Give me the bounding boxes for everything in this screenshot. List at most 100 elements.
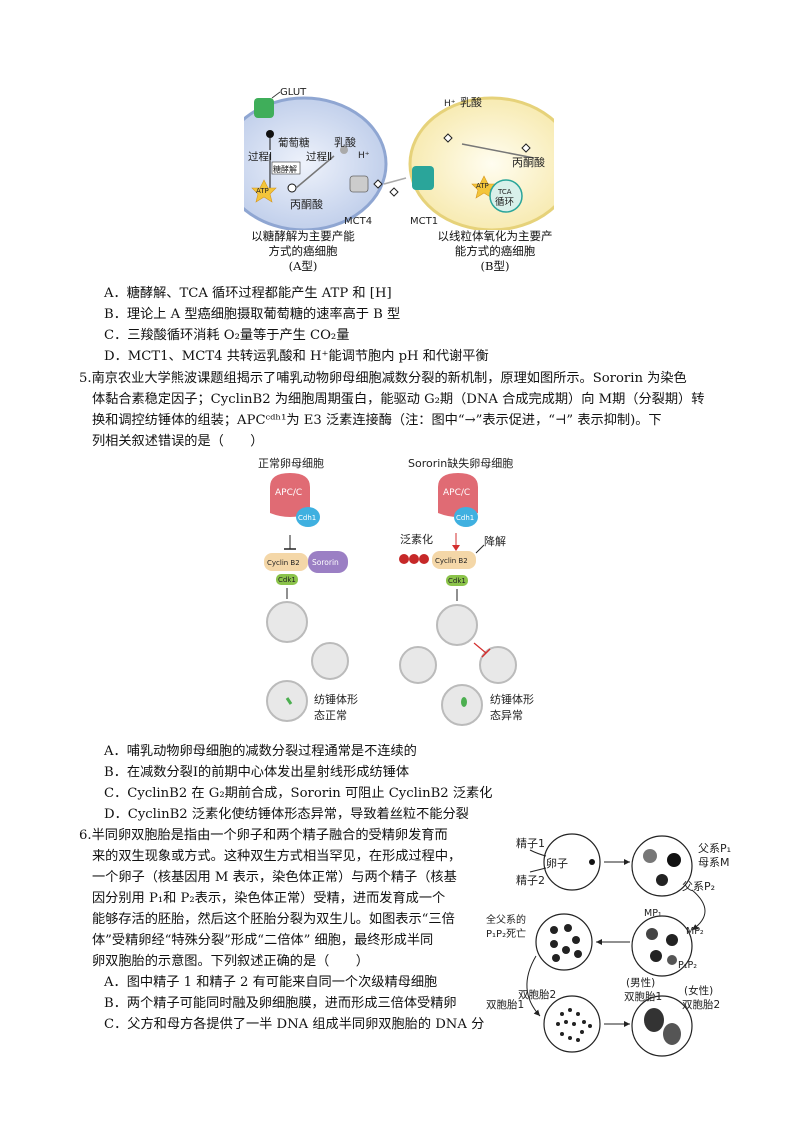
q6-stem-line2: 来的双生现象或方式。这种双生方式相当罕见，在形成过程中， (92, 849, 462, 864)
caption-a-line3: (A型) (288, 259, 318, 273)
all-paternal-label-1: 全父系的 (486, 913, 526, 926)
caption-a-line1: 以糖酵解为主要产能 (251, 229, 355, 243)
egg-cell (543, 833, 601, 891)
embryo-cell-cluster (535, 913, 593, 971)
oocyte-mechanism-figure: 正常卵母细胞 Sororin缺失卵母细胞 APC/C Cdh1 Cyclin B… (258, 456, 534, 726)
oocyte-left-3 (266, 680, 308, 722)
cdk1-right-label: Cdk1 (448, 577, 466, 585)
atp-b-label: ATP (476, 182, 489, 190)
q6-stem-line5: 能够存活的胚胎，然后这个胚胎分裂为双生儿。如图表示“三倍 (92, 912, 455, 927)
tca-label: TCA (497, 188, 512, 196)
caption-type-a: 以糖酵解为主要产能 方式的癌细胞 (A型) (238, 229, 368, 274)
q5-option-d: D．CyclinB2 泛素化使纺锤体形态异常，导致着丝粒不能分裂 (104, 807, 469, 822)
oocyte-left-2 (311, 642, 349, 680)
q5-stem-line3: 换和调控纺锤体的组装；APCᶜᵈʰ¹为 E3 泛素连接酶（注：图中“→”表示促进… (92, 413, 662, 428)
metabolism-figure: GLUT 葡萄糖 过程Ⅰ 糖酵解 过程Ⅱ 乳酸 H⁺ ATP 丙酮酸 MCT4 … (244, 87, 554, 230)
q5-stem-line4: 列相关叙述错误的是（ ） (92, 434, 264, 449)
twin2-left-label: 双胞胎2 (518, 988, 556, 1001)
cdh1-left-icon (296, 507, 320, 527)
female-label: (女性) (684, 984, 713, 997)
q6-option-c: C．父方和母方各提供了一半 DNA 组成半同卵双胞胎的 DNA 分 (104, 1017, 485, 1032)
all-paternal-label-2: P₁P₂死亡 (486, 927, 526, 940)
q5-stem-line2: 体黏合素稳定因子；CyclinB2 为细胞周期蛋白，能驱动 G₂期（DNA 合成… (92, 392, 705, 407)
egg-label: 卵子 (546, 857, 568, 870)
q5-option-b: B．在减数分裂Ⅰ的前期中心体发出星射线形成纺锤体 (104, 765, 410, 780)
mct1-transporter-icon (412, 166, 434, 190)
apc-c-right-icon (438, 473, 478, 517)
caption-b-line2: 能方式的癌细胞 (454, 244, 536, 258)
title-sororin-deficient: Sororin缺失卵母细胞 (408, 456, 513, 470)
cdk1-right-icon (446, 575, 468, 586)
paternal-p2-label: 父系P₂ (682, 880, 715, 893)
tca-cycle-icon (489, 179, 523, 213)
atp-a-label: ATP (256, 187, 269, 195)
glucose-label: 葡萄糖 (278, 136, 310, 149)
caption-a-line2: 方式的癌细胞 (268, 244, 338, 258)
q5-option-a: A．哺乳动物卵母细胞的减数分裂过程通常是不连续的 (104, 744, 417, 759)
mct4-label: MCT4 (344, 216, 372, 227)
q4-option-a: A．糖酵解、TCA 循环过程都能产生 ATP 和 [H] (104, 286, 392, 301)
normal-spindle-label-2: 态正常 (314, 709, 347, 722)
q6-option-b: B．两个精子可能同时融及卵细胞膜，进而形成三倍体受精卵 (104, 996, 457, 1011)
q6-stem-line4: 因分别用 P₁和 P₂表示，染色体正常）受精，进而发育成一个 (92, 891, 446, 906)
paternal-p1-label: 父系P₁ (698, 842, 731, 855)
process1-label: 过程Ⅰ (248, 150, 272, 163)
maternal-m-label: 母系M (698, 856, 730, 869)
apc-left-label: APC/C (275, 488, 302, 498)
q6-stem-line1: 6.半同卵双胞胎是指由一个卵子和两个精子融合的受精卵发育而 (79, 828, 448, 843)
mct1-label: MCT1 (410, 216, 438, 227)
pyruvate-b-label: 丙酮酸 (512, 155, 545, 169)
p1p2-label: P₁P₂ (678, 960, 697, 971)
cyclin-left-label: Cyclin B2 (267, 559, 300, 567)
atp-star-a-icon (251, 179, 277, 203)
glut-transporter-icon (254, 98, 274, 118)
title-normal-oocyte: 正常卵母细胞 (258, 457, 324, 470)
sperm2-label: 精子2 (516, 874, 545, 887)
male-label: (男性) (626, 976, 655, 989)
abnormal-spindle-label-2: 态异常 (490, 709, 523, 722)
q6-option-a: A．图中精子 1 和精子 2 有可能来自同一个次级精母细胞 (104, 975, 438, 990)
caption-b-line1: 以线粒体氧化为主要产 (437, 229, 553, 243)
twin2-right-label: 双胞胎2 (682, 998, 720, 1011)
q5-option-c: C．CyclinB2 在 G₂期前合成，Sororin 可阻止 CyclinB2… (104, 786, 493, 801)
degradation-label: 降解 (484, 534, 506, 548)
q6-stem-line3: 一个卵子（核基因用 M 表示，染色体正常）与两个精子（核基 (92, 870, 457, 885)
q4-option-c: C．三羧酸循环消耗 O₂量等于产生 CO₂量 (104, 328, 350, 343)
caption-b-line3: (B型) (480, 259, 510, 273)
cyclinb2-right-icon (432, 551, 476, 569)
oocyte-right-3 (479, 646, 517, 684)
twin1-right-label: 双胞胎1 (624, 990, 662, 1003)
pyruvate-a-label: 丙酮酸 (290, 197, 323, 211)
oocyte-left-1 (266, 601, 308, 643)
apc-right-label: APC/C (443, 488, 470, 498)
glycolysis-label: 糖酵解 (273, 164, 297, 174)
mct4-transporter-icon (349, 175, 369, 193)
glut-label: GLUT (280, 87, 307, 98)
sperm1-label: 精子1 (516, 837, 545, 850)
oocyte-right-2 (399, 646, 437, 684)
cyclin-right-label: Cyclin B2 (435, 557, 468, 565)
normal-spindle-label-1: 纺锤体形 (314, 692, 358, 706)
cdk1-left-label: Cdk1 (278, 576, 296, 584)
cycle-label: 循环 (495, 196, 514, 208)
process2-label: 过程Ⅱ (306, 150, 332, 163)
h-b-label: H⁺ (444, 99, 456, 109)
sororin-icon (308, 551, 348, 573)
oocyte-right-1 (436, 604, 478, 646)
cdh1-left-label: Cdh1 (298, 514, 316, 522)
q4-option-b: B．理论上 A 型癌细胞摄取葡萄糖的速率高于 B 型 (104, 307, 401, 322)
twin1-left-label: 双胞胎1 (486, 998, 524, 1011)
q5-stem-line1: 5.南京农业大学熊波课题组揭示了哺乳动物卵母细胞减数分裂的新机制，原理如图所示。… (79, 371, 687, 386)
caption-type-b: 以线粒体氧化为主要产 能方式的癌细胞 (B型) (420, 229, 570, 274)
sororin-label: Sororin (312, 558, 339, 567)
cdh1-right-icon (454, 507, 478, 527)
h-a-label: H⁺ (358, 151, 370, 161)
cdk1-left-icon (276, 574, 298, 585)
lactate-a-label: 乳酸 (334, 135, 356, 149)
abnormal-spindle-label-1: 纺锤体形 (490, 692, 534, 706)
cdh1-right-label: Cdh1 (456, 514, 474, 522)
lactate-b-label: 乳酸 (460, 95, 482, 109)
apc-c-left-icon (270, 473, 310, 517)
q6-stem-line6: 体”受精卵经“特殊分裂”形成“二倍体” 细胞，最终形成半同 (92, 933, 434, 948)
ubiquitination-label: 泛素化 (400, 532, 433, 546)
